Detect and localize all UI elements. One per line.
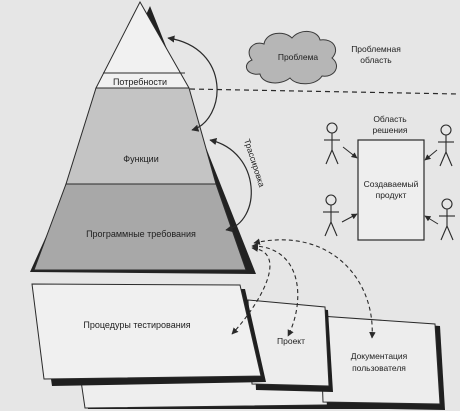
arrow-figure-bottom-right	[424, 215, 439, 225]
testing-procedures-layer	[31, 283, 266, 386]
stick-figure-top-right	[438, 124, 454, 167]
user-docs-line1: Документация	[351, 351, 408, 361]
testing-procedures-label: Процедуры тестирования	[83, 320, 190, 330]
functions-label: Функции	[123, 154, 158, 164]
problem-cloud: Проблема	[245, 31, 337, 85]
traceability-label: Трассировка	[242, 138, 267, 189]
project-label: Проект	[277, 336, 305, 346]
user-docs-line2: пользователя	[352, 363, 406, 373]
trace-arrow-needs-functions	[167, 35, 218, 132]
needs-label: Потребности	[113, 77, 167, 87]
created-product-line2: продукт	[376, 190, 407, 200]
problem-solution-boundary	[189, 88, 459, 95]
arrow-figure-top-left	[342, 146, 358, 159]
problem-cloud-label: Проблема	[278, 52, 319, 62]
problem-area-line1: Проблемная	[351, 44, 401, 54]
trace-arrow-functions-requirements	[209, 137, 252, 233]
pyramid-requirements-band	[33, 183, 247, 271]
arrow-figure-top-right	[424, 149, 438, 161]
solution-area-line2: решения	[372, 125, 407, 135]
pyramid-functions-band	[65, 87, 217, 185]
problem-area-line2: область	[360, 55, 392, 65]
arrow-figure-bottom-left	[341, 213, 358, 223]
created-product-box	[357, 139, 425, 241]
stick-figure-top-left	[324, 122, 340, 165]
created-product-line1: Создаваемый	[364, 179, 419, 189]
solution-area-line1: Область	[373, 114, 407, 124]
software-requirements-label: Программные требования	[86, 229, 196, 239]
pyramid-needs-band	[95, 0, 190, 89]
trace-arrow-requirements-userdocs	[253, 238, 376, 339]
stick-figure-bottom-right	[439, 198, 455, 241]
stick-figure-bottom-left	[323, 194, 339, 237]
